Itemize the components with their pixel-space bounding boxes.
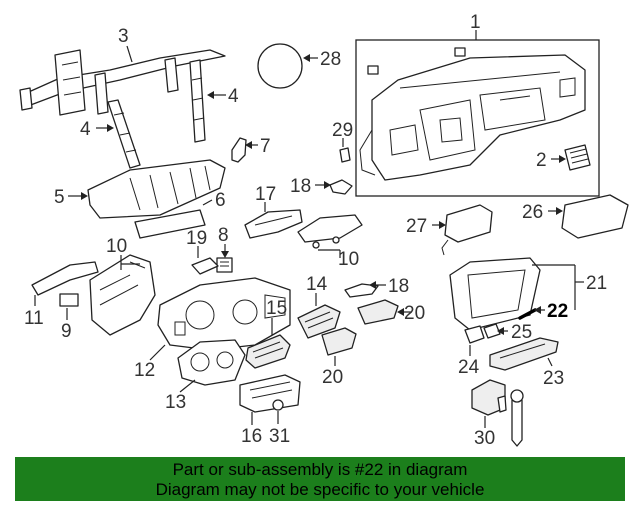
part-4-brace-right[interactable] xyxy=(189,59,206,143)
callout-12: 12 xyxy=(134,360,155,381)
callout-14: 14 xyxy=(306,274,328,295)
callout-9: 9 xyxy=(61,321,72,342)
callout-16: 16 xyxy=(241,426,262,447)
callout-23: 23 xyxy=(543,368,564,389)
callout-10b: 10 xyxy=(338,249,359,270)
part-21-glove-box[interactable] xyxy=(449,257,541,331)
part-30-lock-cylinder[interactable] xyxy=(471,379,524,447)
part-4-brace-left[interactable] xyxy=(107,99,141,169)
part-9-switch[interactable] xyxy=(59,293,79,307)
callout-18b: 18 xyxy=(388,276,409,297)
callout-8: 8 xyxy=(218,225,229,246)
callout-20a: 20 xyxy=(404,303,425,324)
callout-3: 3 xyxy=(118,26,129,47)
part-11-trim[interactable] xyxy=(31,261,99,296)
callout-31: 31 xyxy=(269,426,290,447)
part-20-vent-lower[interactable] xyxy=(321,327,357,356)
part-7-bracket[interactable] xyxy=(231,137,247,163)
part-6-trim[interactable] xyxy=(134,209,206,239)
info-banner: Part or sub-assembly is #22 in diagram D… xyxy=(15,457,625,501)
part-19-switch[interactable] xyxy=(191,257,219,275)
part-2-vent[interactable] xyxy=(564,144,591,171)
part-1-instrument-panel[interactable] xyxy=(355,39,600,197)
callout-20b: 20 xyxy=(322,367,343,388)
callout-29: 29 xyxy=(332,120,353,141)
parts-diagram: 1 2 3 4 4 5 6 xyxy=(19,12,629,449)
part-28-cap[interactable] xyxy=(257,43,303,89)
part-29-clip[interactable] xyxy=(339,147,351,163)
part-27-airbag[interactable] xyxy=(441,204,493,256)
callout-15: 15 xyxy=(266,298,287,319)
callout-28: 28 xyxy=(320,49,341,70)
part-25-handle[interactable] xyxy=(483,323,501,339)
part-17-bracket[interactable] xyxy=(244,209,303,239)
banner-line-2: Diagram may not be specific to your vehi… xyxy=(155,480,485,499)
callout-24: 24 xyxy=(458,357,480,378)
callout-25: 25 xyxy=(511,322,532,343)
callout-22: 22 xyxy=(547,301,568,322)
callout-11: 11 xyxy=(24,308,44,329)
callout-4b: 4 xyxy=(228,86,239,107)
part-15-radio[interactable] xyxy=(245,334,291,369)
part-14-switch-module[interactable] xyxy=(297,304,341,339)
callout-10a: 10 xyxy=(106,236,127,257)
part-18-clip-lower[interactable] xyxy=(344,283,379,298)
callout-5: 5 xyxy=(54,187,65,208)
callout-19: 19 xyxy=(186,228,207,249)
part-18-clip-upper[interactable] xyxy=(329,179,353,195)
banner-line-1: Part or sub-assembly is #22 in diagram xyxy=(172,460,468,479)
callout-27: 27 xyxy=(406,216,427,237)
part-26-cover[interactable] xyxy=(561,194,629,239)
part-31-knob[interactable] xyxy=(272,399,284,411)
part-24-lock[interactable] xyxy=(464,325,485,344)
part-23-trim[interactable] xyxy=(489,337,559,371)
part-20-vent-upper[interactable] xyxy=(357,299,399,325)
callout-13: 13 xyxy=(165,392,186,413)
part-5-lower-panel[interactable] xyxy=(87,159,226,219)
callout-4a: 4 xyxy=(80,119,91,140)
callout-1: 1 xyxy=(470,12,481,33)
part-16-heater-control[interactable] xyxy=(239,374,301,413)
part-8-switch[interactable] xyxy=(216,257,233,273)
callout-2: 2 xyxy=(536,150,547,171)
callout-6: 6 xyxy=(215,190,226,211)
callout-21: 21 xyxy=(586,273,607,294)
callout-18a: 18 xyxy=(290,176,311,197)
part-3-reinforcement[interactable] xyxy=(19,49,226,116)
callout-17: 17 xyxy=(255,184,276,205)
callout-30: 30 xyxy=(474,428,495,449)
part-13-meter-hood[interactable] xyxy=(177,339,246,386)
callout-26: 26 xyxy=(522,202,543,223)
callout-7: 7 xyxy=(260,136,271,157)
part-10-cover-left[interactable] xyxy=(89,254,156,336)
part-22-highlighted[interactable] xyxy=(518,308,537,320)
part-10-bracket-right[interactable] xyxy=(297,214,363,249)
